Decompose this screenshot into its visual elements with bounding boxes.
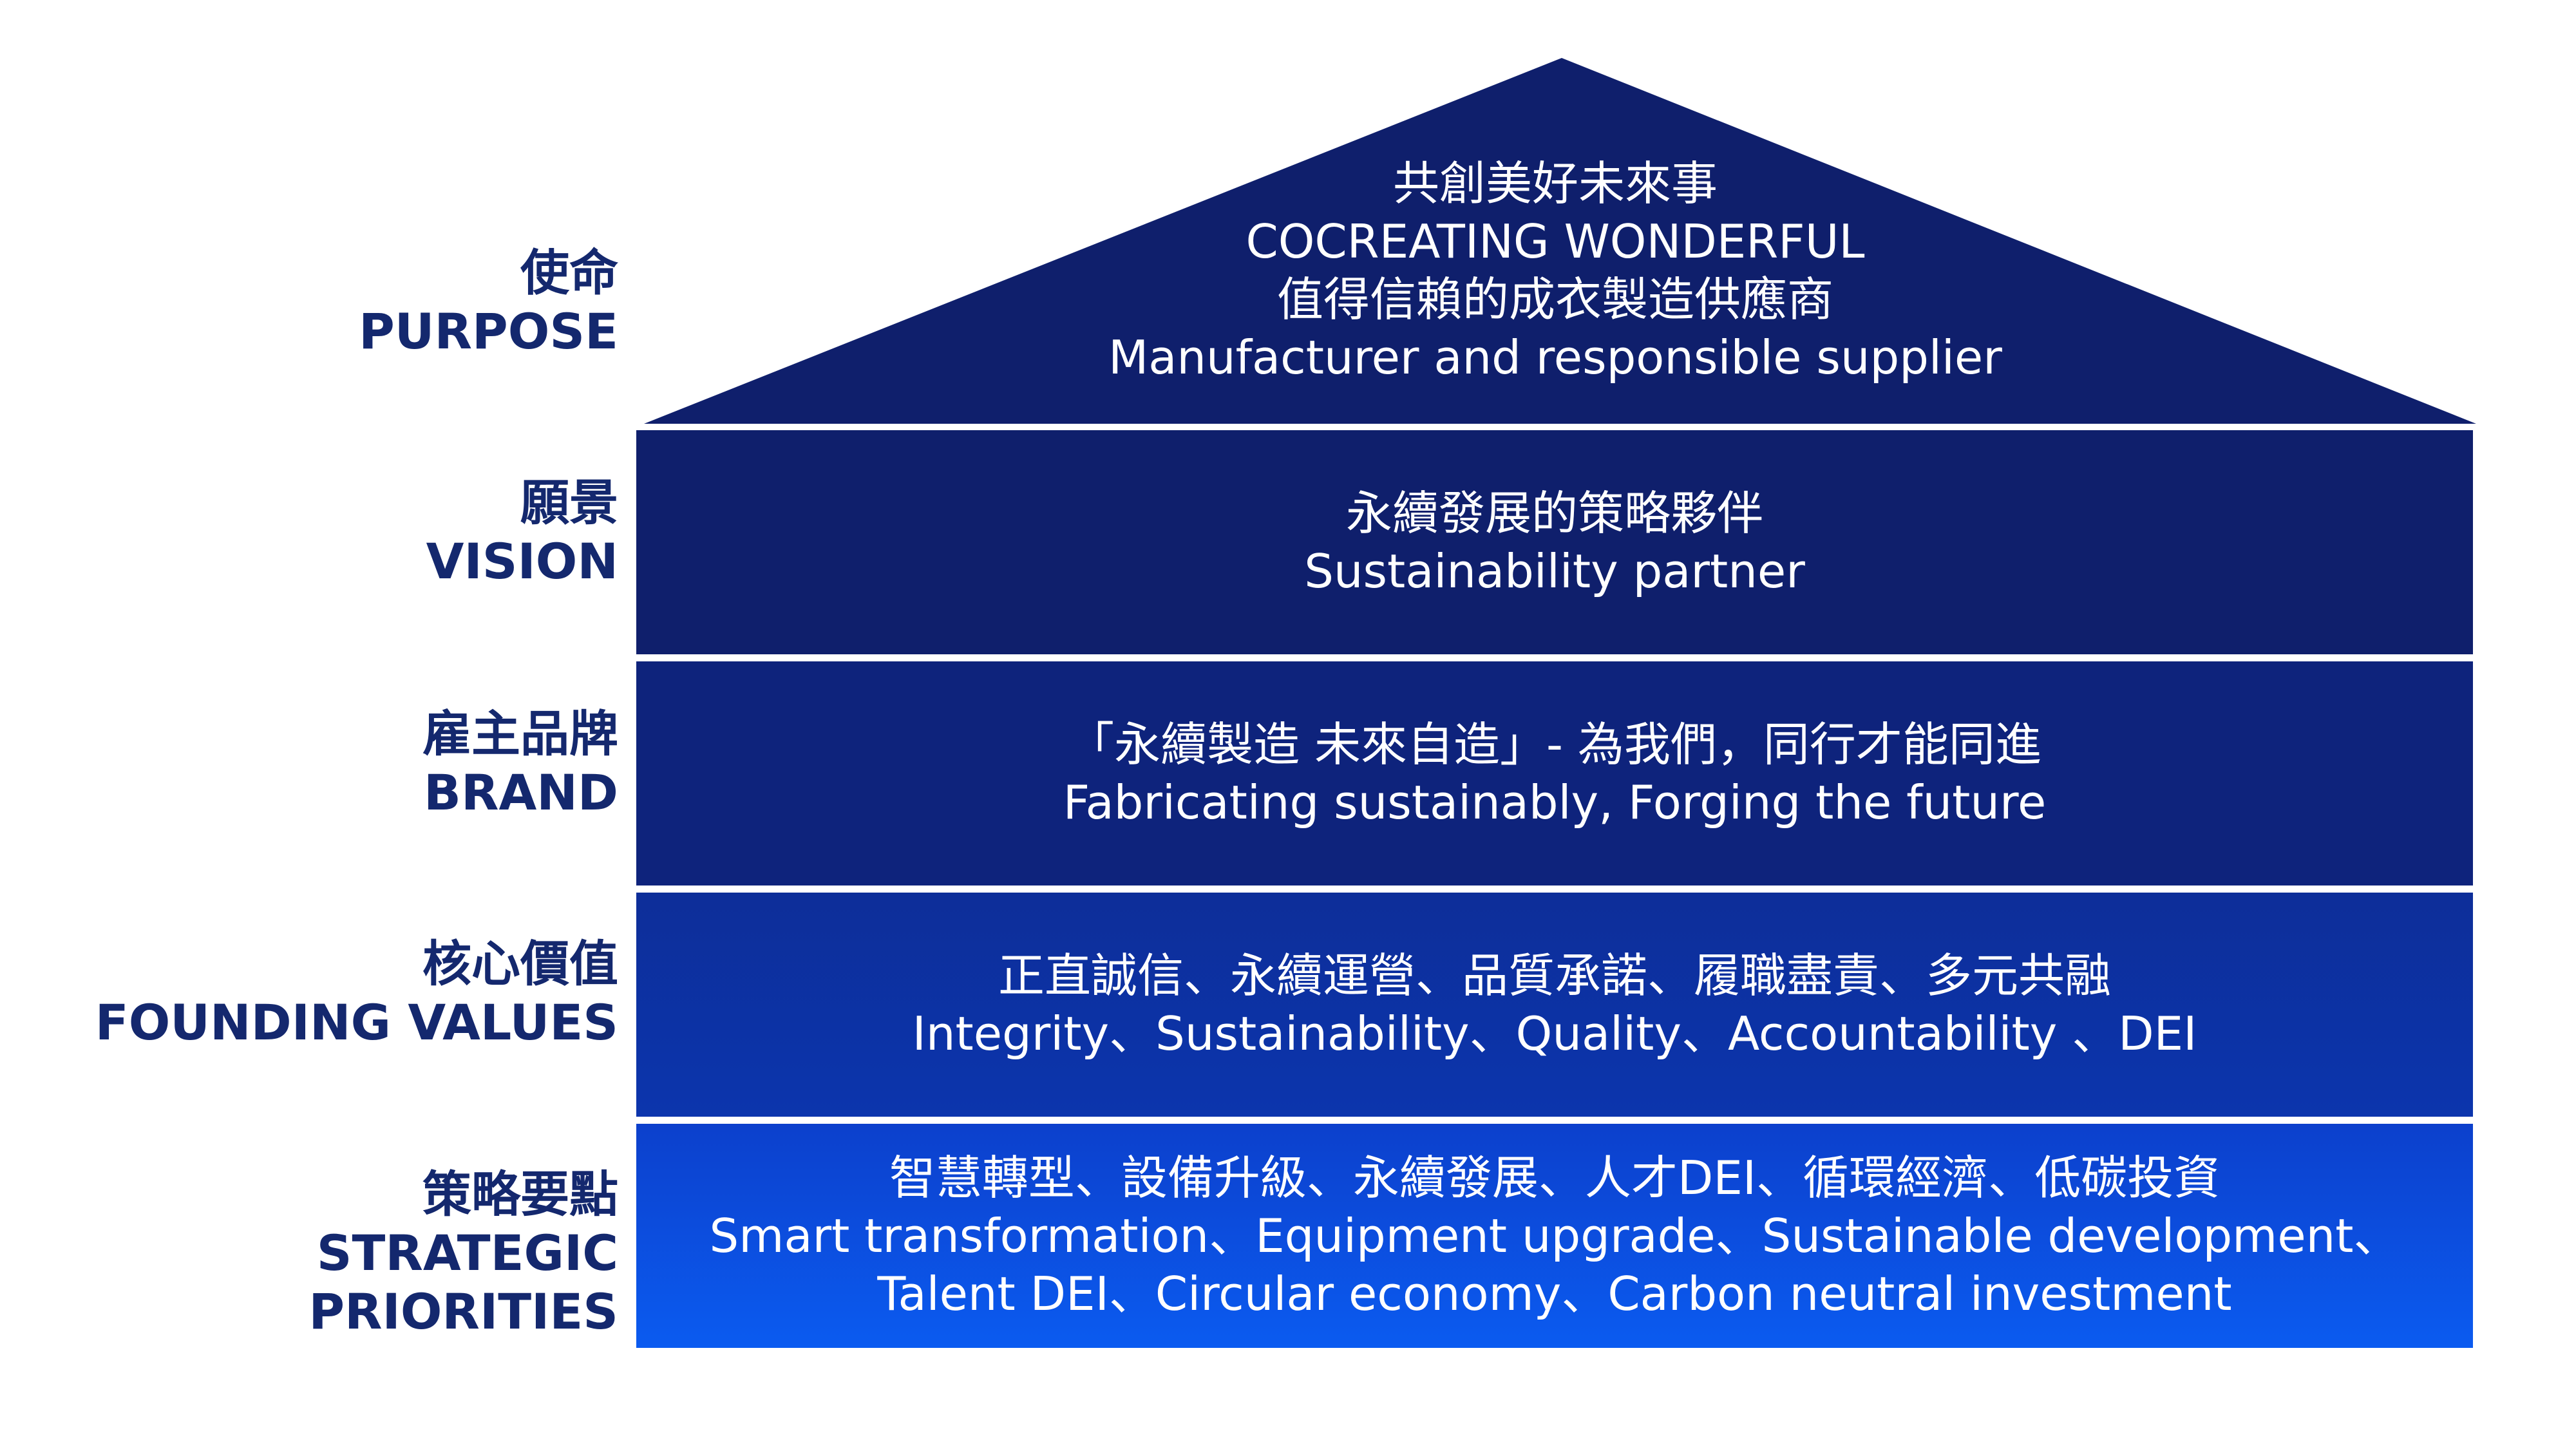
strategy-line-1: 智慧轉型、設備升級、永續發展、人才DEI、循環經濟、低碳投資 [889,1151,2221,1205]
vision-line-1: 永續發展的策略夥伴 [1345,486,1763,540]
label-purpose: 使命 PURPOSE [359,243,618,361]
purpose-line-2: COCREATING WONDERFUL [1245,214,1865,269]
label-vision-en: VISION [426,533,618,591]
vision-line-2: Sustainability partner [1304,544,1805,598]
strategy-layer: 智慧轉型、設備升級、永續發展、人才DEI、循環經濟、低碳投資 Smart tra… [636,1124,2473,1348]
label-brand: 雇主品牌 BRAND [422,705,618,822]
brand-layer: 「永續製造 未來自造」- 為我們，同行才能同進 Fabricating sust… [636,661,2473,886]
strategy-line-3: Talent DEI、Circular economy、Carbon neutr… [877,1267,2232,1321]
purpose-content: 共創美好未來事 COCREATING WONDERFUL 值得信賴的成衣製造供應… [644,155,2467,386]
label-strategy-en: STRATEGIC PRIORITIES [308,1224,618,1341]
label-vision: 願景 VISION [426,473,618,591]
label-purpose-zh: 使命 [520,244,618,301]
label-strategy-zh: 策略要點 [422,1166,618,1223]
label-purpose-en: PURPOSE [359,303,618,361]
roof-triangle [644,58,2476,424]
label-values-en: FOUNDING VALUES [95,994,618,1052]
label-values: 核心價值 FOUNDING VALUES [95,934,618,1052]
label-strategy: 策略要點 STRATEGIC PRIORITIES [0,1165,618,1341]
purpose-line-4: Manufacturer and responsible supplier [1108,330,2002,384]
purpose-line-3: 值得信賴的成衣製造供應商 [1276,272,1833,327]
values-layer: 正直誠信、永續運營、品質承諾、履職盡責、多元共融 Integrity、Susta… [636,893,2473,1117]
values-line-2: Integrity、Sustainability、Quality、Account… [912,1007,2197,1061]
label-brand-zh: 雇主品牌 [422,705,618,762]
purpose-line-1: 共創美好未來事 [1392,156,1718,211]
brand-line-2: Fabricating sustainably, Forging the fut… [1063,775,2047,829]
strategy-line-2: Smart transformation、Equipment upgrade、S… [709,1209,2400,1263]
vision-layer: 永續發展的策略夥伴 Sustainability partner [636,430,2473,654]
values-line-1: 正直誠信、永續運營、品質承諾、履職盡責、多元共融 [998,949,2111,1003]
label-vision-zh: 願景 [520,474,618,531]
brand-line-1: 「永續製造 未來自造」- 為我們，同行才能同進 [1068,717,2041,772]
label-brand-en: BRAND [424,764,618,822]
label-values-zh: 核心價值 [422,935,618,992]
